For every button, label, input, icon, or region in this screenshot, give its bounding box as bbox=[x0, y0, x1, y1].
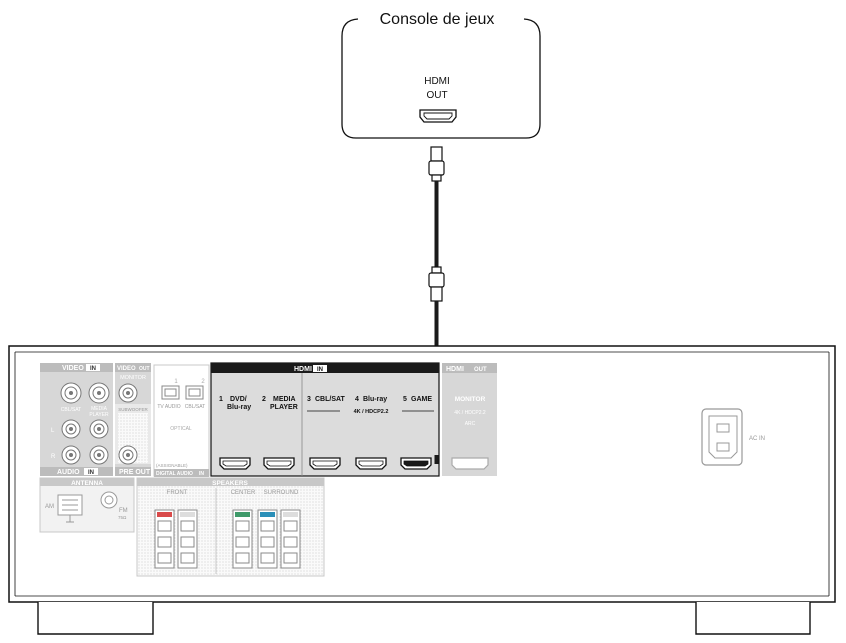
video-out-preout-panel: VIDEO OUT MONITOR SUBWOOFER PRE OUT bbox=[115, 363, 151, 476]
surround-label: SURROUND bbox=[264, 490, 299, 496]
hdmi-out-panel: HDMI OUT MONITOR 4K / HDCP2.2 ARC bbox=[442, 363, 497, 476]
cbl-sat-audio-r-jack[interactable] bbox=[61, 445, 81, 465]
audio-in-header: AUDIO bbox=[57, 469, 80, 476]
hdmi-monitor-out-port[interactable] bbox=[451, 457, 489, 470]
subwoofer-label: SUBWOOFER bbox=[118, 407, 148, 412]
video-in-header: VIDEO bbox=[62, 365, 84, 372]
cbl-sat-audio-l-jack[interactable] bbox=[61, 419, 81, 439]
hdmi-in-1-name: DVD/ bbox=[230, 396, 247, 403]
media-jack-label: MEDIA bbox=[91, 406, 108, 412]
center-speaker-terminal[interactable] bbox=[232, 509, 253, 569]
optical-name: OPTICAL bbox=[170, 426, 192, 432]
cable-inserted-plug bbox=[434, 455, 439, 464]
receiver: VIDEO IN CBL/SAT MEDIA PLAYER bbox=[8, 345, 836, 635]
subwoofer-pre-out-jack[interactable] bbox=[118, 445, 138, 465]
hdmi-in-5-port[interactable] bbox=[400, 457, 432, 470]
cable-cord-upper bbox=[434, 181, 439, 267]
monitor-label: MONITOR bbox=[120, 375, 146, 381]
hdmi-in-3-name: CBL/SAT bbox=[315, 396, 346, 403]
hdmi-in-panel: HDMI IN 1 DVD/ Blu-ray 2 MEDIA PLAYER 3 … bbox=[210, 362, 440, 477]
fm-label: FM bbox=[119, 508, 128, 514]
ac-in-label: AC IN bbox=[749, 436, 765, 442]
hdmi-in-2-port[interactable] bbox=[263, 457, 295, 470]
console-title: Console de jeux bbox=[380, 11, 495, 28]
hdmi-in-1-name-2: Blu-ray bbox=[227, 404, 251, 411]
optical-label-tv-audio: TV AUDIO bbox=[157, 404, 180, 410]
left-foot bbox=[37, 602, 154, 635]
digital-audio-badge: IN bbox=[199, 471, 204, 477]
hdmi-in-header: HDMI bbox=[294, 366, 312, 373]
right-foot bbox=[695, 602, 811, 635]
video-out-header: VIDEO bbox=[117, 366, 136, 372]
pre-out-label: PRE OUT bbox=[119, 469, 151, 476]
cable-middle-plug bbox=[428, 266, 445, 302]
assignable-label: (ASSIGNABLE) bbox=[156, 463, 188, 468]
console-body bbox=[341, 18, 541, 139]
front-left-speaker-terminal[interactable] bbox=[154, 509, 175, 569]
video-monitor-out-jack[interactable] bbox=[118, 383, 138, 403]
hdmi-in-4-num: 4 bbox=[355, 396, 359, 403]
surround-left-speaker-terminal[interactable] bbox=[257, 509, 278, 569]
hdmi-in-2-name-2: PLAYER bbox=[270, 404, 298, 411]
media-player-video-jack[interactable] bbox=[88, 382, 110, 404]
fm-ohm-label: 75Ω bbox=[118, 515, 127, 520]
console-port-label-hdmi: HDMI bbox=[424, 76, 450, 87]
fm-antenna-jack[interactable] bbox=[100, 491, 118, 509]
cable-top-plug bbox=[428, 146, 445, 182]
optical-num-1: 1 bbox=[174, 379, 178, 385]
hdmi-out-header: HDMI bbox=[446, 366, 464, 373]
player-jack-label: PLAYER bbox=[89, 412, 109, 418]
optical-in-1-port[interactable] bbox=[161, 385, 180, 400]
video-audio-in-panel: VIDEO IN CBL/SAT MEDIA PLAYER bbox=[40, 363, 113, 476]
digital-audio-label: DIGITAL AUDIO bbox=[156, 471, 193, 477]
game-console: Console de jeux HDMI OUT bbox=[341, 11, 541, 139]
hdmi-in-2-name: MEDIA bbox=[273, 396, 296, 403]
audio-in-badge: IN bbox=[88, 470, 94, 476]
media-player-audio-l-jack[interactable] bbox=[89, 419, 109, 439]
am-antenna-terminal[interactable] bbox=[57, 494, 83, 523]
hdmi-in-spec: 4K / HDCP2.2 bbox=[354, 409, 389, 415]
front-right-speaker-terminal[interactable] bbox=[177, 509, 198, 569]
video-in-badge: IN bbox=[90, 366, 96, 372]
hdmi-in-3-port[interactable] bbox=[309, 457, 341, 470]
antenna-panel: ANTENNA AM FM 75Ω bbox=[39, 477, 135, 533]
speakers-panel: SPEAKERS FRONT CENTER SURROUND bbox=[136, 477, 325, 577]
console-hdmi-out-port[interactable] bbox=[419, 109, 457, 123]
cbl-sat-video-jack[interactable] bbox=[60, 382, 82, 404]
optical-in-2-port[interactable] bbox=[185, 385, 204, 400]
hdmi-in-1-port[interactable] bbox=[219, 457, 251, 470]
hdmi-out-badge: OUT bbox=[474, 367, 487, 373]
ac-in-socket[interactable] bbox=[701, 408, 743, 466]
hdmi-in-5-name: GAME bbox=[411, 396, 432, 403]
hdmi-in-4-name: Blu-ray bbox=[363, 396, 387, 403]
hdmi-in-4-port[interactable] bbox=[355, 457, 387, 470]
hdmi-in-2-num: 2 bbox=[262, 396, 266, 403]
hdmi-in-5-num: 5 bbox=[403, 396, 407, 403]
center-label: CENTER bbox=[231, 490, 256, 496]
am-label: AM bbox=[45, 504, 54, 510]
video-out-badge: OUT bbox=[139, 366, 150, 372]
hdmi-out-spec: 4K / HDCP2.2 bbox=[454, 410, 486, 416]
antenna-header: ANTENNA bbox=[71, 480, 103, 487]
speakers-header: SPEAKERS bbox=[212, 480, 248, 487]
front-label: FRONT bbox=[167, 490, 188, 496]
audio-l-marker: L bbox=[51, 428, 55, 434]
media-player-audio-r-jack[interactable] bbox=[89, 445, 109, 465]
surround-right-speaker-terminal[interactable] bbox=[280, 509, 301, 569]
optical-label-cbl-sat: CBL/SAT bbox=[185, 404, 205, 410]
console-port-label-out: OUT bbox=[426, 90, 447, 101]
optical-panel: 1 2 TV AUDIO CBL/SAT OPTICAL (ASSIGNABLE… bbox=[153, 364, 210, 477]
hdmi-in-badge: IN bbox=[317, 367, 323, 373]
hdmi-in-1-num: 1 bbox=[219, 396, 223, 403]
cbl-sat-jack-label: CBL/SAT bbox=[61, 407, 81, 413]
optical-num-2: 2 bbox=[201, 379, 205, 385]
hdmi-out-arc: ARC bbox=[465, 421, 476, 427]
hdmi-out-monitor-label: MONITOR bbox=[455, 396, 486, 403]
audio-r-marker: R bbox=[51, 454, 56, 460]
hdmi-in-3-num: 3 bbox=[307, 396, 311, 403]
